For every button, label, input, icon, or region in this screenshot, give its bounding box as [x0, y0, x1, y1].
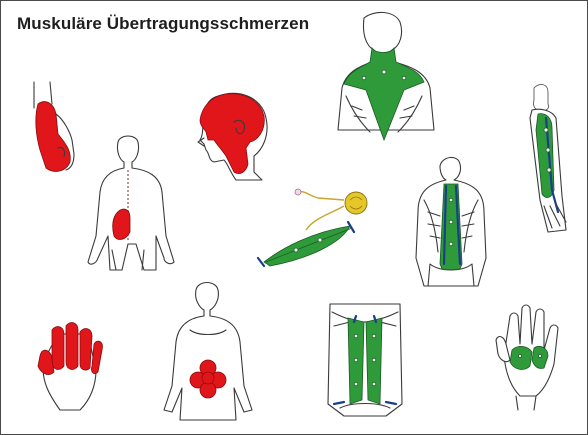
back-body-flank-pain-icon — [88, 136, 174, 270]
abdominal-rectus-muscle-icon — [328, 304, 402, 416]
forearm-hand-pain-icon — [34, 82, 74, 171]
spinal-cord-muscle-nerve-icon — [258, 189, 367, 266]
front-body-abdominal-pain-icon — [164, 283, 252, 421]
upper-back-trapezius-icon — [338, 12, 434, 140]
back-paraspinal-muscles-icon — [416, 157, 486, 286]
forearm-muscle-bone-icon — [530, 85, 566, 232]
head-neck-pain-icon — [198, 93, 267, 180]
hand-palm-muscles-icon — [496, 305, 558, 410]
hand-palm-pain-icon — [38, 323, 102, 410]
